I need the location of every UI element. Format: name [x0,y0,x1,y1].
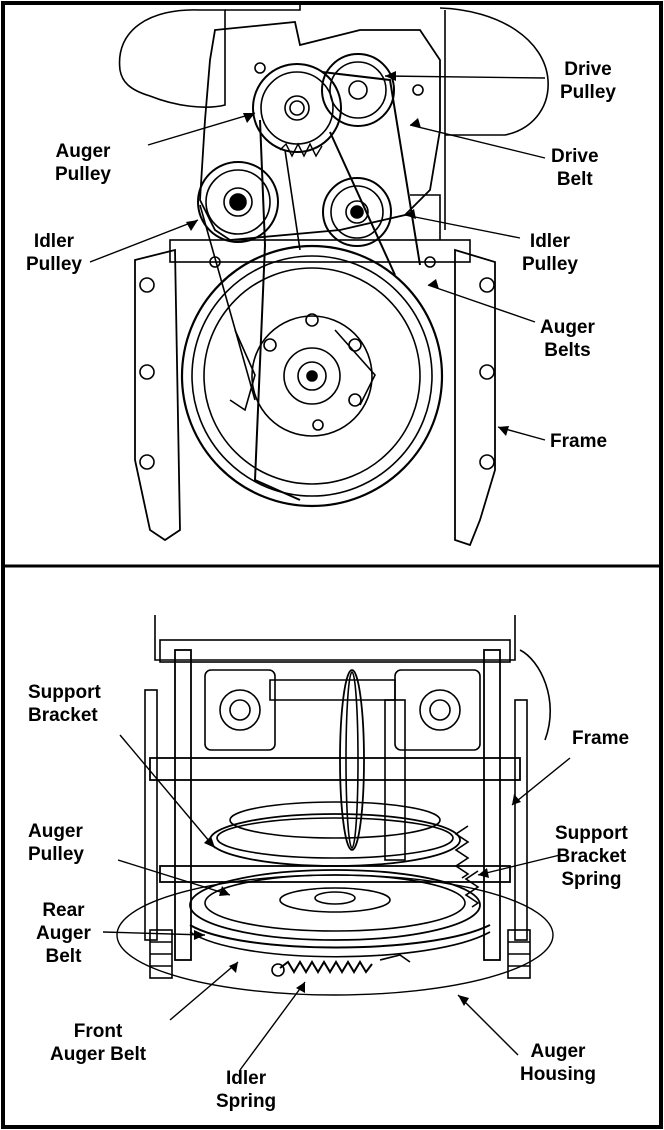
label-idler-pulley-left: Idler Pulley [26,230,82,276]
label-rear-auger-belt-line3: Belt [45,946,82,967]
label-rear-auger-belt-line1: Rear [42,900,85,921]
label-auger-belts-line1: Auger [540,317,595,338]
label-auger-pulley-bottom-line1: Auger [28,821,83,842]
label-drive-belt: Drive Belt [551,145,599,191]
bottom-arrowheads [194,794,521,1006]
label-rear-auger-belt-line2: Auger [36,923,91,944]
label-support-bracket-spring: Support Bracket Spring [555,822,628,891]
label-frame-top-text: Frame [550,431,608,452]
label-support-bracket-spring-line3: Spring [561,869,622,890]
label-support-bracket-line2: Bracket [28,705,98,726]
label-idler-pulley-right: Idler Pulley [522,230,578,276]
label-front-auger-belt-line2: Auger Belt [50,1044,147,1065]
label-idler-spring-line2: Spring [216,1091,277,1112]
top-leader-lines [89,75,546,441]
label-front-auger-belt-line1: Front [73,1021,123,1042]
label-frame-bottom: Frame [572,727,629,750]
top-illustration [118,5,549,547]
label-support-bracket-spring-line2: Bracket [556,846,627,867]
label-rear-auger-belt: Rear Auger Belt [36,899,91,968]
label-auger-belts-line2: Belts [544,340,591,361]
label-support-bracket-line1: Support [28,682,101,703]
label-auger-housing-line2: Housing [520,1064,596,1085]
label-idler-spring-line1: Idler [226,1068,267,1089]
label-idler-pulley-left-line2: Pulley [26,254,82,275]
label-auger-housing-line1: Auger [530,1041,586,1062]
label-idler-spring: Idler Spring [216,1067,276,1113]
bottom-illustration [116,615,554,996]
label-auger-pulley-bottom: Auger Pulley [28,820,84,866]
label-idler-pulley-right-line2: Pulley [522,254,578,275]
bottom-leader-lines [102,734,571,1071]
label-auger-pulley-top-line1: Auger [55,141,111,162]
label-idler-pulley-right-line1: Idler [529,231,571,252]
label-front-auger-belt: Front Auger Belt [50,1020,146,1066]
label-idler-pulley-left-line1: Idler [33,231,75,252]
label-drive-belt-line1: Drive [551,146,599,167]
label-auger-pulley-top: Auger Pulley [55,140,111,186]
label-auger-housing: Auger Housing [520,1040,596,1086]
label-support-bracket: Support Bracket [28,681,101,727]
label-drive-pulley-line2: Pulley [560,82,616,103]
label-frame-bottom-text: Frame [572,728,630,749]
label-support-bracket-spring-line1: Support [555,823,628,844]
label-drive-pulley: Drive Pulley [560,58,616,104]
label-drive-belt-line2: Belt [556,169,593,190]
label-frame-top: Frame [550,430,607,453]
label-auger-belts: Auger Belts [540,316,595,362]
label-drive-pulley-line1: Drive [564,59,612,80]
label-auger-pulley-top-line2: Pulley [55,164,111,185]
top-arrowheads [186,71,509,436]
label-auger-pulley-bottom-line2: Pulley [28,844,84,865]
